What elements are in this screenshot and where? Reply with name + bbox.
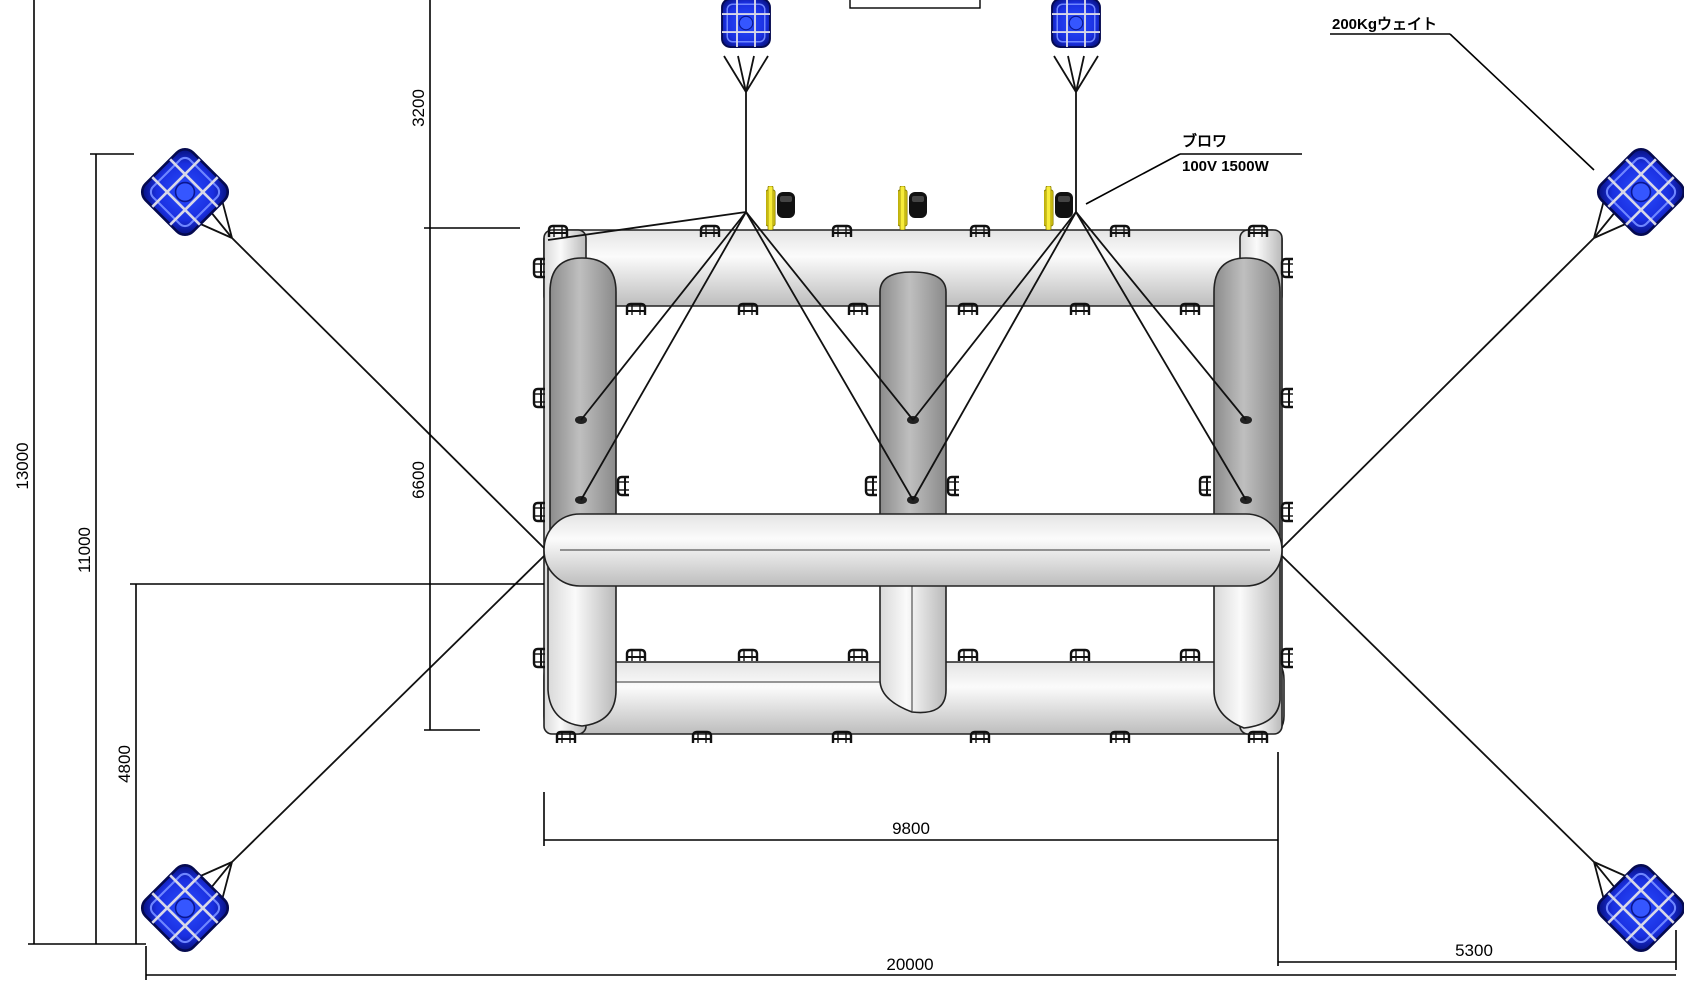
- dimension-overall-width: 20000: [886, 955, 933, 974]
- dimension-lines: [28, 0, 1677, 980]
- blower-icon: [898, 186, 928, 230]
- weight-icon: [136, 859, 234, 957]
- dimension-labels: 13000 11000 4800 3200 6600 9800 20000 53…: [13, 89, 1493, 974]
- callout-labels: 200Kgウェイト ブロワ 100V 1500W: [1182, 16, 1437, 175]
- weight-icon: [1592, 143, 1684, 241]
- dimension-top-clearance: 3200: [409, 89, 428, 127]
- dimension-overall-height: 13000: [13, 442, 32, 489]
- top-frame-box: [849, 0, 981, 9]
- dimension-lower-anchor-offset: 4800: [115, 745, 134, 783]
- tube-middle-lower: [879, 559, 947, 714]
- weight-icon: [136, 143, 234, 241]
- tube-right-upper: [1213, 257, 1281, 541]
- blower-icon: [766, 186, 796, 230]
- tube-right-lower: [1213, 559, 1281, 729]
- dimension-raft-depth: 6600: [409, 461, 428, 499]
- dimension-anchor-span-height: 11000: [75, 527, 94, 573]
- dimension-side-clearance: 5300: [1455, 941, 1493, 960]
- blower-spec: 100V 1500W: [1182, 158, 1270, 175]
- dimension-raft-width: 9800: [892, 819, 930, 838]
- weight-icon: [1592, 859, 1684, 957]
- mooring-ropes: [195, 55, 1631, 901]
- tube-left-lower: [547, 559, 617, 727]
- weight-label: 200Kgウェイト: [1332, 16, 1437, 33]
- weight-icon: [720, 0, 772, 49]
- raft-frame: [532, 224, 1295, 745]
- blower-title: ブロワ: [1182, 132, 1227, 150]
- blower-units: [766, 186, 1074, 230]
- weight-icon: [1050, 0, 1102, 49]
